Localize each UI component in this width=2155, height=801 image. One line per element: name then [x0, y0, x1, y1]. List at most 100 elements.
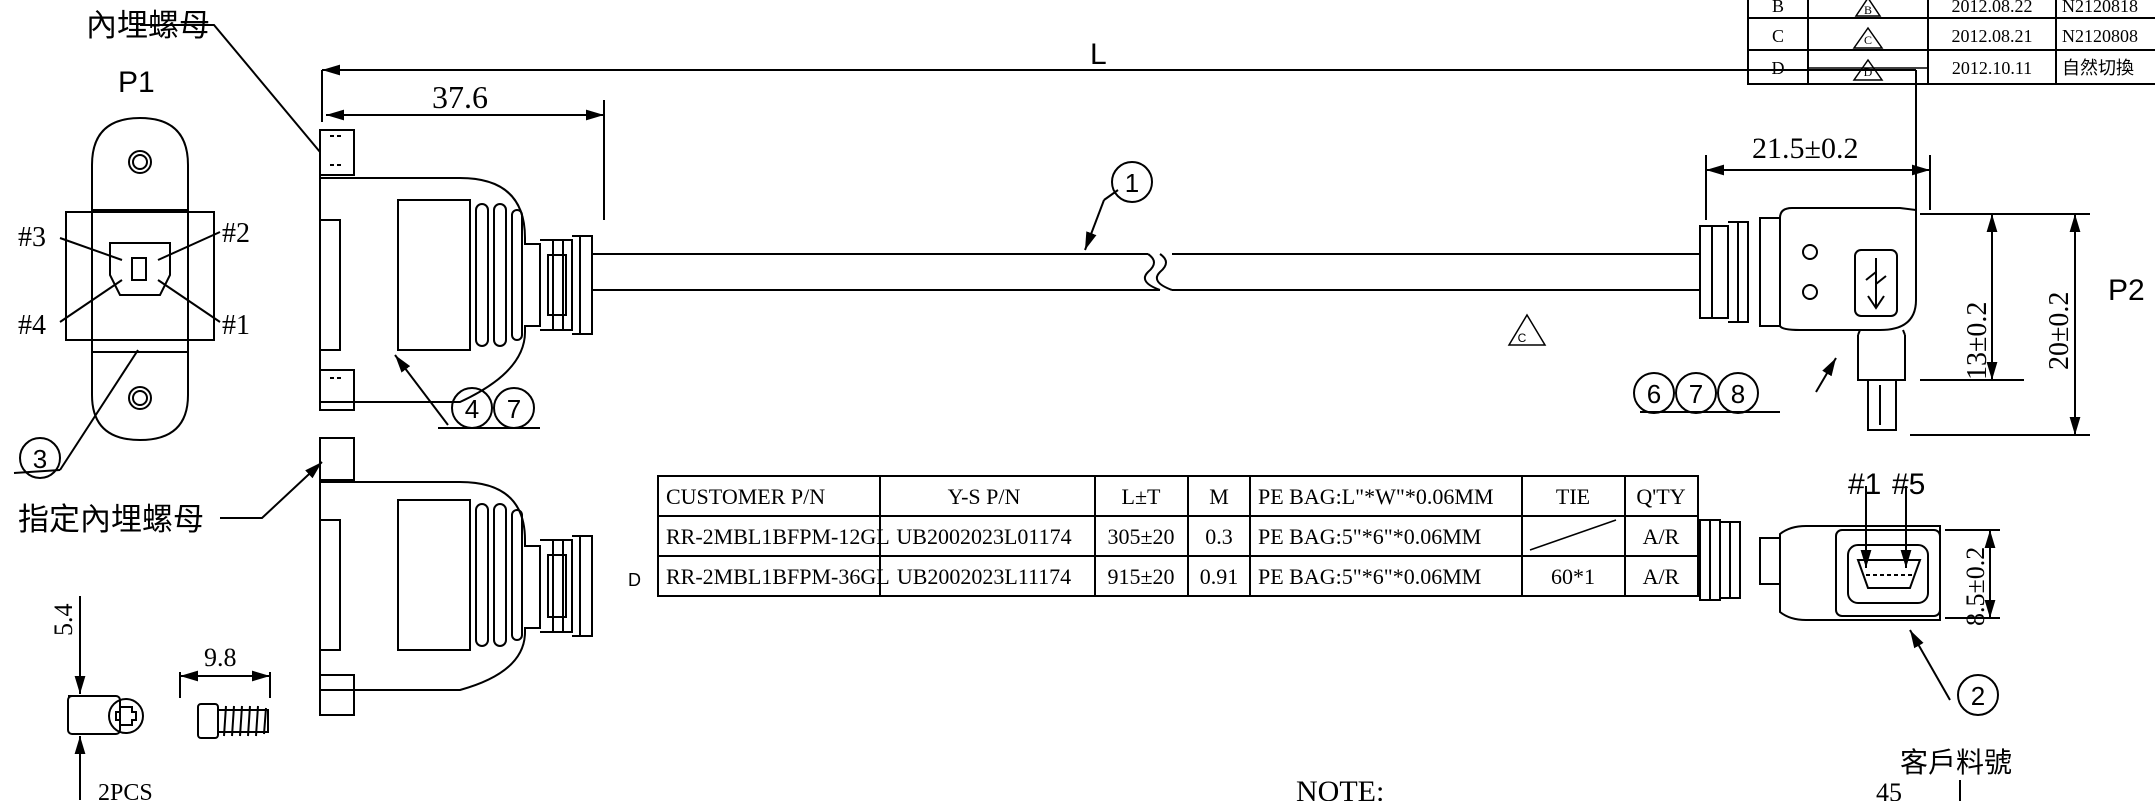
parts-table-cell: RR-2MBL1BFPM-12GL	[666, 524, 890, 549]
balloon-4	[451, 387, 493, 429]
dim-13	[1920, 213, 2024, 381]
parts-table-cell: 915±20	[1107, 564, 1174, 589]
parts-table-header: L±T	[1122, 484, 1162, 509]
dim-8-5	[1945, 529, 2000, 619]
parts-table-cell: 60*1	[1551, 564, 1595, 589]
parts-table-cell: 0.3	[1205, 524, 1233, 549]
designated-nut-label: 指定內埋螺母	[18, 502, 204, 538]
parts-table-cell: UB2002023L01174	[896, 524, 1071, 549]
screw-side-view	[179, 670, 271, 739]
revision-ecn-cell: N2120808	[2062, 26, 2138, 46]
dim-L	[321, 64, 1917, 220]
parts-table-cell: A/R	[1643, 524, 1680, 549]
pin5-p2-label: #5	[1892, 468, 1925, 501]
revision-mark-cell: C	[1864, 33, 1872, 47]
dim-5-4-label: 5.4	[49, 604, 78, 637]
pin2-leader	[157, 231, 221, 261]
screw-head-view	[67, 596, 144, 800]
parts-table-cell: 0.91	[1200, 564, 1239, 589]
parts-table-header: Q'TY	[1636, 484, 1685, 509]
revision-table	[1747, 0, 2155, 85]
revision-ecn-cell: 自然切換	[2062, 58, 2134, 79]
parts-table-cell: RR-2MBL1BFPM-36GL	[666, 564, 890, 589]
pin1-label: #1	[222, 310, 250, 341]
balloon-7-text: 7	[507, 394, 521, 424]
pin2-label: #2	[222, 218, 250, 249]
pin1-p2-label: #1	[1848, 468, 1881, 501]
dim-21-5-label: 21.5±0.2	[1752, 132, 1858, 165]
dim-37-6	[326, 100, 605, 220]
parts-table-cell: PE BAG:5"*6"*0.06MM	[1258, 524, 1481, 549]
parts-table-header: Y-S P/N	[948, 484, 1021, 509]
revision-triangle-mark	[1507, 313, 1547, 346]
bottom-nut	[319, 369, 355, 411]
panel-connector-top	[319, 175, 1700, 405]
revision-mark-letter: C	[1518, 331, 1527, 345]
pin4-leader	[59, 279, 123, 323]
balloon-7	[493, 387, 535, 429]
callout-leaders	[140, 24, 1961, 801]
balloon-6	[1633, 372, 1675, 414]
parts-table-cell: A/R	[1643, 564, 1680, 589]
pin3-label: #3	[18, 222, 46, 253]
num-45-label: 45	[1876, 778, 1902, 801]
balloon-1-text: 1	[1125, 168, 1139, 198]
p2-connector	[1699, 207, 1917, 431]
balloon-3	[19, 437, 61, 479]
revision-rev-cell: D	[1772, 58, 1785, 78]
dim-20	[1910, 213, 2090, 436]
revision-rev-cell: B	[1772, 0, 1784, 16]
top-nut	[319, 129, 355, 176]
note-label: NOTE:	[1296, 775, 1384, 801]
balloons	[19, 161, 1999, 716]
revision-date-cell: 2012.10.11	[1952, 58, 2032, 78]
revision-ecn-cell: N2120818	[2062, 0, 2138, 16]
dim-20-label: 20±0.2	[2044, 292, 2075, 370]
parts-table-header: TIE	[1556, 484, 1590, 509]
embedded-nut-label: 內埋螺母	[86, 8, 210, 44]
parts-table-cell: UB2002023L11174	[897, 564, 1071, 589]
parts-table-header: M	[1209, 484, 1229, 509]
parts-table-cell: PE BAG:5"*6"*0.06MM	[1258, 564, 1481, 589]
pin3-leader	[59, 237, 123, 261]
revision-date-cell: 2012.08.21	[1952, 26, 2033, 46]
customer-part-no-label: 客戶料號	[1900, 746, 2012, 779]
balloon-2	[1957, 674, 1999, 716]
pin4-label: #4	[18, 310, 46, 341]
dim-8-5-label: 8.5±0.2	[1961, 547, 1990, 626]
parts-table-cell: 305±20	[1107, 524, 1174, 549]
pin1-leader	[157, 279, 221, 323]
length-L-label: L	[1090, 38, 1107, 71]
balloon-7b	[1675, 372, 1717, 414]
row-marker-d: D	[628, 570, 641, 590]
p2-label: P2	[2108, 274, 2145, 307]
balloon-3-text: 3	[33, 444, 47, 474]
dim-13-label: 13±0.2	[1962, 302, 1993, 380]
revision-mark-cell: B	[1864, 3, 1872, 17]
two-pcs-label: 2PCS	[98, 780, 153, 801]
balloon-2-text: 2	[1971, 681, 1985, 711]
p1-connector-face	[13, 116, 221, 474]
dim-9-8-label: 9.8	[204, 643, 237, 672]
balloon-7b-text: 7	[1689, 379, 1703, 409]
revision-mark-cell: D	[1864, 65, 1873, 79]
parts-table-grid	[657, 475, 1699, 597]
balloon-6-text: 6	[1647, 379, 1661, 409]
dim-21-5	[1705, 155, 1931, 220]
parts-table-header: CUSTOMER P/N	[666, 484, 825, 509]
dim-37-6-label: 37.6	[432, 79, 488, 115]
revision-rev-cell: C	[1772, 26, 1784, 46]
balloon-8-text: 8	[1731, 379, 1745, 409]
balloon-4-text: 4	[465, 394, 479, 424]
mini-usb-face	[1699, 486, 1941, 621]
balloon-8	[1717, 372, 1759, 414]
parts-table-text: CUSTOMER P/N Y-S P/N L±T M PE BAG:L"*W"*0.06…	[666, 484, 1686, 589]
panel-connector-bottom	[319, 437, 593, 716]
parts-table-header: PE BAG:L"*W"*0.06MM	[1258, 484, 1494, 509]
balloon-1	[1111, 161, 1153, 203]
p1-label: P1	[118, 66, 155, 99]
revision-date-cell: 2012.08.22	[1952, 0, 2033, 16]
balloon3-leader	[59, 349, 139, 471]
